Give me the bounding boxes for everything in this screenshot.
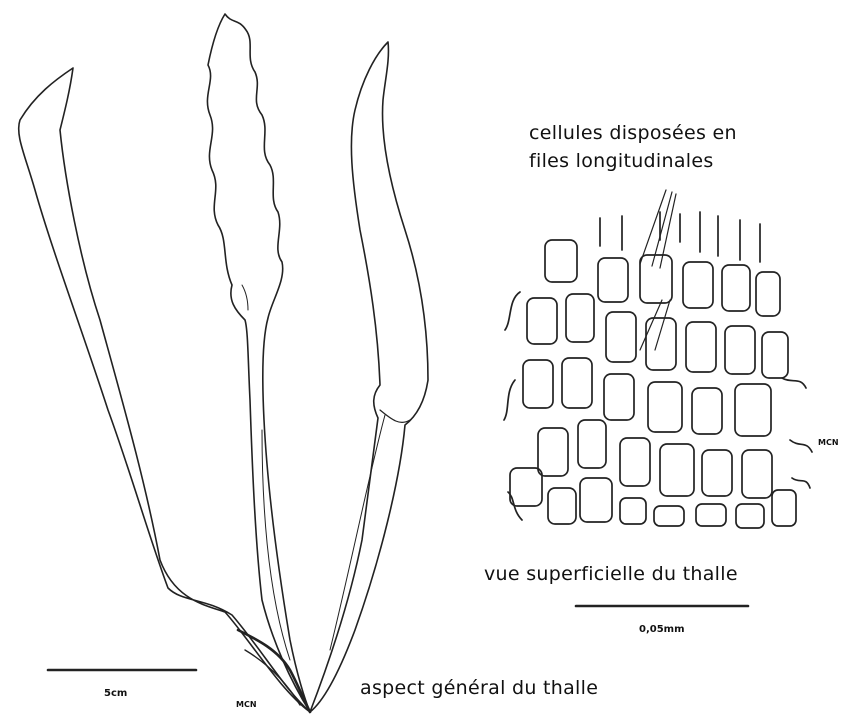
surface-view-caption: vue superficielle du thalle [484, 563, 738, 585]
credit-right: MCN [818, 438, 839, 447]
credit-left: MCN [236, 700, 257, 709]
middle-blade [207, 14, 310, 712]
scale-macro-label: 5cm [104, 688, 127, 699]
cells-caption-line2: files longitudinales [529, 150, 714, 172]
general-aspect-caption: aspect général du thalle [360, 677, 598, 699]
cells-caption-line1: cellules disposées en [529, 122, 737, 144]
right-blade [310, 42, 428, 712]
cell-grid [504, 190, 812, 528]
scale-micro-label: 0,05mm [639, 624, 685, 635]
